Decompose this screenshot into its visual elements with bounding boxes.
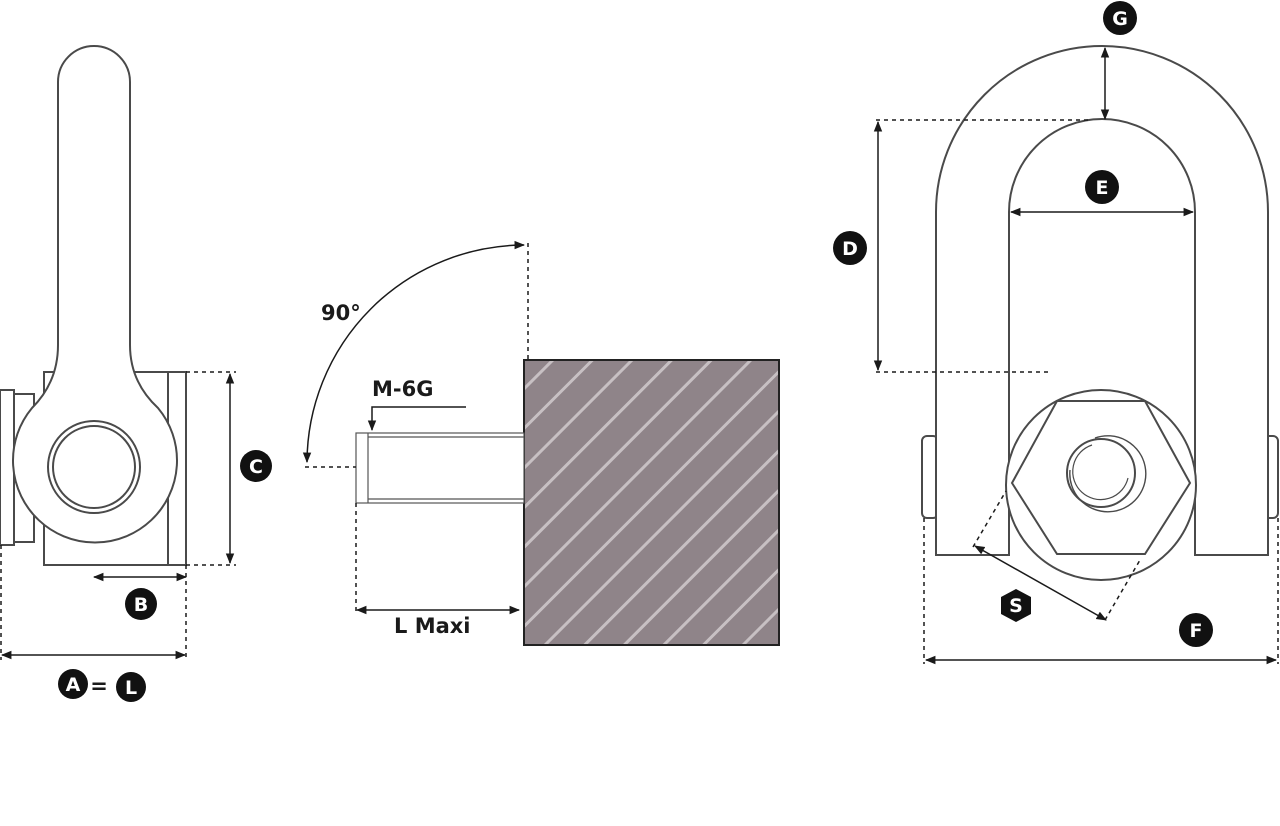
svg-text:D: D (842, 238, 858, 260)
svg-text:G: G (1112, 8, 1128, 30)
rotation-arc (302, 240, 526, 464)
badge-e: E (1085, 170, 1119, 204)
side-view-dimensions (0, 371, 236, 660)
svg-text:S: S (1009, 595, 1023, 617)
dim-s-line (974, 545, 1107, 621)
badge-s: S (1001, 589, 1031, 622)
badge-a: A (58, 669, 88, 699)
equals-sign: = (90, 674, 108, 698)
angle-label: 90° (321, 301, 361, 325)
svg-text:A: A (66, 674, 81, 696)
base-plate-left (0, 389, 15, 546)
threaded-stud (355, 432, 525, 504)
badge-d: D (833, 231, 867, 265)
s-ext-left (972, 490, 1007, 548)
front-view (921, 45, 1279, 581)
svg-text:F: F (1190, 620, 1203, 642)
svg-text:C: C (249, 456, 263, 478)
bolt-head (1066, 438, 1136, 508)
badge-c: C (240, 450, 272, 482)
side-view (0, 45, 187, 566)
bail-front (935, 45, 1269, 556)
svg-text:L: L (125, 677, 137, 699)
length-label: L Maxi (394, 614, 471, 638)
badge-b: B (125, 588, 157, 620)
hatched-block (523, 359, 780, 646)
s-ext-right (1104, 559, 1141, 621)
install-view: 90° M-6G L Maxi (302, 240, 780, 646)
badge-f: F (1179, 613, 1213, 647)
svg-text:E: E (1096, 177, 1109, 199)
svg-text:B: B (134, 594, 148, 616)
spring-coil-inner (1072, 444, 1129, 501)
eye-inner (52, 425, 136, 509)
badge-l: L (116, 672, 146, 702)
front-view-dimensions (873, 46, 1279, 665)
thread-label: M-6G (372, 377, 433, 401)
spring-coil-outer (1069, 435, 1147, 513)
thread-leader (367, 406, 466, 432)
badge-g: G (1103, 1, 1137, 35)
bail-side (12, 45, 178, 544)
